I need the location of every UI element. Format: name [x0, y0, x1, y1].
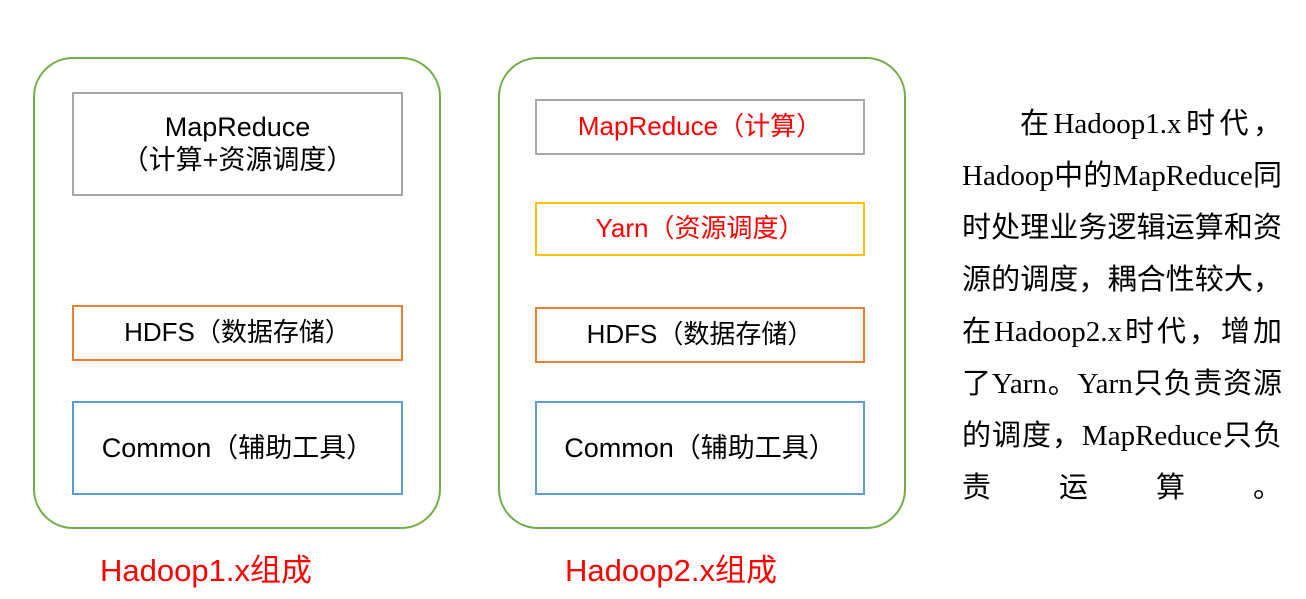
hadoop1-layer-hdfs-label: HDFS（数据存储） [124, 317, 351, 348]
hadoop1-layer-mapreduce: MapReduce （计算+资源调度） [72, 92, 403, 196]
hadoop2-layer-common: Common（辅助工具） [535, 401, 865, 495]
hadoop1-layer-hdfs: HDFS（数据存储） [72, 305, 403, 361]
hadoop2-layer-common-label: Common（辅助工具） [564, 432, 836, 463]
hadoop2-layer-mapreduce: MapReduce（计算） [535, 99, 865, 155]
hadoop2-layer-yarn-label: Yarn（资源调度） [595, 213, 805, 244]
hadoop1-caption: Hadoop1.x组成 [100, 553, 312, 588]
hadoop1-layer-mapreduce-label: MapReduce （计算+资源调度） [121, 112, 354, 175]
hadoop2-layer-mapreduce-label: MapReduce（计算） [577, 111, 823, 142]
hadoop1-layer-common: Common（辅助工具） [72, 401, 403, 495]
hadoop2-caption: Hadoop2.x组成 [565, 553, 777, 588]
hadoop2-layer-hdfs: HDFS（数据存储） [535, 307, 865, 363]
hadoop2-layer-hdfs-label: HDFS（数据存储） [586, 319, 814, 350]
explanation-paragraph: 在Hadoop1.x时代，Hadoop中的MapReduce同时处理业务逻辑运算… [962, 108, 1282, 504]
hadoop2-layer-yarn: Yarn（资源调度） [535, 202, 865, 256]
hadoop1-layer-common-label: Common（辅助工具） [101, 432, 374, 463]
